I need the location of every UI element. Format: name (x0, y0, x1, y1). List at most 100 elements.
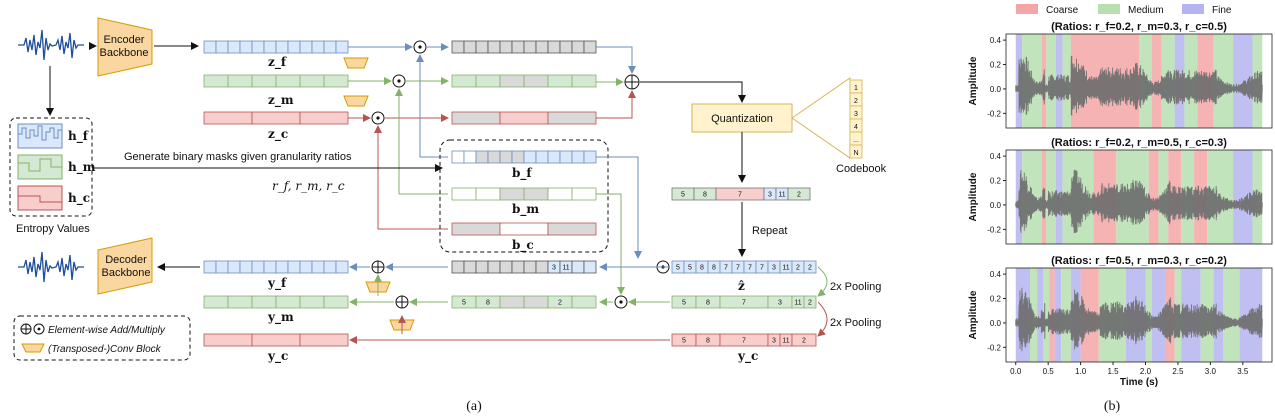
z-c-row (203, 111, 349, 125)
y-tick-label: 0.0 (990, 201, 1002, 210)
encoder-backbone (97, 17, 153, 77)
pool1-label: 2x Pooling (830, 281, 881, 293)
b-f-label: b_f (512, 166, 532, 181)
cell (299, 333, 349, 347)
cell (571, 295, 597, 309)
x-axis-label: Time (s) (1120, 377, 1158, 388)
cell-token: 7 (748, 265, 752, 272)
b-c-label: b_c (512, 238, 534, 253)
plot-3: (Ratios: r_f=0.5, r_m=0.3, r_c=0.2)-0.20… (968, 255, 1273, 388)
input-waveform (18, 29, 84, 61)
cell-token: 7 (724, 265, 728, 272)
plot-title: (Ratios: r_f=0.2, r_m=0.5, r_c=0.3) (1051, 137, 1227, 149)
legend-medium: Medium (1128, 5, 1164, 16)
plot-1: (Ratios: r_f=0.2, r_m=0.3, r_c=0.5)-0.20… (968, 21, 1273, 129)
x-tick-label: 0.5 (1043, 367, 1055, 376)
y-tick-label: 0.4 (990, 36, 1002, 45)
add-op-3 (395, 295, 409, 309)
plot-frame (1005, 33, 1273, 129)
cell-token: 5 (676, 265, 680, 272)
cell (787, 187, 811, 201)
codebook-entry-label: 3 (854, 111, 858, 118)
b-m-label: b_m (512, 202, 539, 217)
z-f-label: z_f (268, 55, 287, 70)
cell-token: 8 (700, 265, 704, 272)
pool2-label: 2x Pooling (830, 317, 881, 329)
cell-token: 5 (682, 338, 686, 345)
plot-2: (Ratios: r_f=0.2, r_m=0.5, r_c=0.3) -0.2 0… (968, 137, 1273, 245)
cell (323, 295, 349, 309)
add-icon (20, 323, 32, 335)
cell-token: 11 (778, 192, 785, 199)
y-axis-label: Amplitude (968, 56, 979, 105)
entropy-bars-fine (17, 123, 63, 149)
x-tick-label: 1.0 (1075, 367, 1087, 376)
cell-token: 7 (760, 265, 764, 272)
y-axis-label: Amplitude (968, 172, 979, 221)
cell-token: 5 (681, 192, 685, 199)
cell-token: 3 (768, 192, 772, 199)
b-c-row (451, 222, 597, 236)
cell (803, 295, 817, 309)
cell (583, 260, 597, 274)
cell-token: 2 (808, 300, 812, 307)
codebook-entry-label: 2 (854, 98, 858, 105)
multiply-icon (33, 323, 45, 335)
cell-token: 3 (772, 338, 776, 345)
plot-title: (Ratios: r_f=0.2, r_m=0.3, r_c=0.5) (1051, 21, 1227, 33)
codebook-entry-label: N (853, 150, 858, 157)
y-tick-label: 0.2 (990, 177, 1002, 186)
y-tick-label: 0.0 (990, 319, 1002, 328)
codebook-entry-label: 4 (854, 124, 858, 131)
region-fine (1037, 268, 1043, 362)
entropy-box (9, 117, 93, 217)
y-tick-label: 0.0 (990, 85, 1002, 94)
codebook-entry (849, 144, 863, 159)
legend-swatch-fine (1182, 4, 1204, 14)
cell (571, 74, 597, 88)
y-c-row (203, 333, 349, 347)
x-tick-label: 0.0 (1010, 367, 1022, 376)
encoder-label-1: Encoder (104, 34, 145, 46)
region-coarse (1148, 150, 1159, 244)
cell-token: 8 (486, 300, 490, 307)
cell (791, 333, 817, 347)
y-m-row (203, 295, 349, 309)
decoder-backbone (97, 237, 153, 295)
b-m-row (451, 187, 597, 201)
h-c-label: h_c (68, 191, 90, 206)
y-tick-label: -0.2 (987, 225, 1001, 234)
b-f-row (451, 150, 597, 164)
cell-token: 3 (552, 265, 556, 272)
h-f-label: h_f (68, 129, 89, 144)
cell-token: 11 (782, 338, 789, 345)
cell-token: 2 (797, 192, 801, 199)
h-m-label: h_m (68, 160, 96, 175)
z-m-row (203, 74, 349, 88)
region-medium (1046, 150, 1056, 244)
y-c-label: y_c (267, 349, 288, 364)
cell-token: 3 (778, 300, 782, 307)
y-c-right-label: y_c (737, 349, 758, 364)
cell-token: 7 (738, 192, 742, 199)
y-tick-label: -0.2 (987, 343, 1001, 352)
cell-token: 8 (703, 192, 707, 199)
cell-token: 7 (742, 300, 746, 307)
gated-coarse-row (451, 111, 597, 125)
conv-block-1 (343, 57, 369, 69)
z-m-label: z_m (268, 93, 294, 108)
output-waveform (18, 251, 84, 283)
legend-coarse: Coarse (1046, 5, 1079, 16)
cell-token: 2 (808, 265, 812, 272)
entropy-label: Entropy Values (16, 223, 90, 235)
mask-description: Generate binary masks given granularity … (124, 151, 352, 163)
cell (335, 260, 349, 274)
encoder-label-2: Backbone (100, 47, 149, 59)
region-medium (1213, 34, 1234, 128)
cell-token: 11 (794, 300, 801, 307)
